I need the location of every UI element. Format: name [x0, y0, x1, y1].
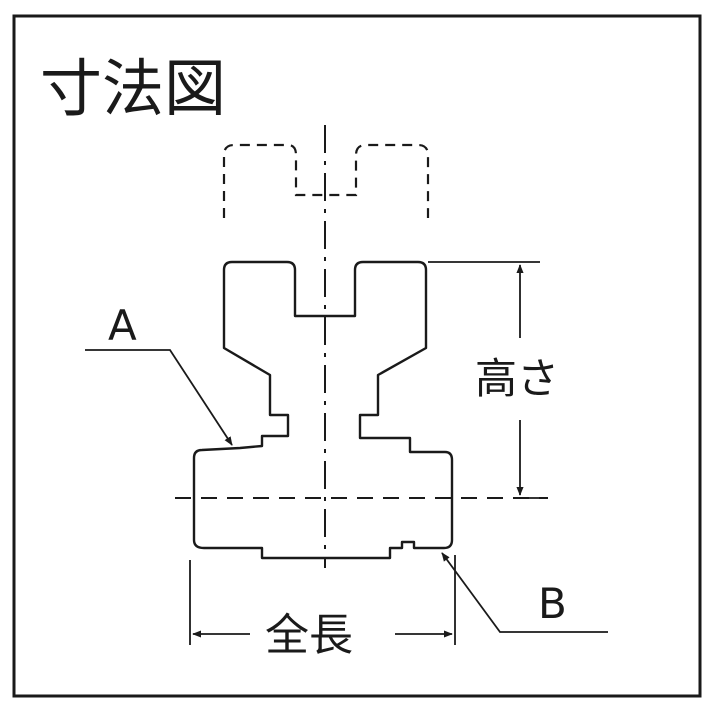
leader-a	[85, 349, 233, 446]
handle-outline-dashed	[222, 143, 430, 218]
label-a: A	[108, 301, 137, 350]
height-dimension	[428, 261, 540, 499]
height-label: 高さ	[475, 354, 559, 403]
label-b: B	[538, 579, 567, 628]
leader-b	[441, 552, 608, 633]
valve-body-outline	[192, 260, 454, 560]
drawing-title: 寸法図	[40, 52, 226, 125]
overall-length-label: 全長	[265, 610, 353, 661]
drawing-frame	[12, 14, 702, 698]
